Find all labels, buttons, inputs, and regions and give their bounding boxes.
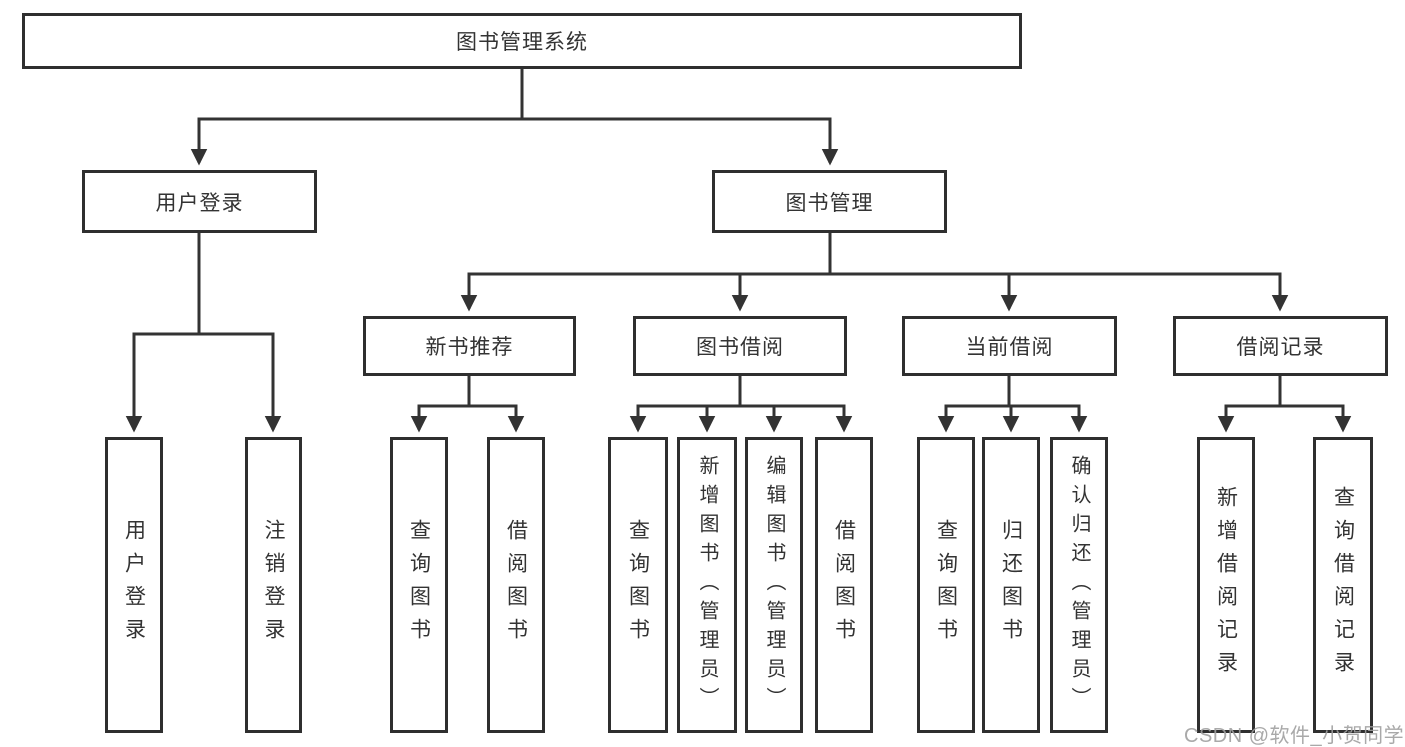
csdn-watermark: CSDN @软件_小贺同学 <box>1184 725 1405 747</box>
leaf-borrow-books-1: 借阅图书 <box>487 437 545 733</box>
leaf-return-books: 归还图书 <box>982 437 1040 733</box>
node-root-system: 图书管理系统 <box>22 13 1022 69</box>
leaf-logout: 注销登录 <box>245 437 302 733</box>
leaf-query-books-3: 查询图书 <box>917 437 975 733</box>
leaf-borrow-books-2-label: 借阅图书 <box>832 519 856 651</box>
node-book-borrowing-label: 图书借阅 <box>696 336 784 359</box>
leaf-borrow-books-1-label: 借阅图书 <box>504 519 528 651</box>
node-borrow-records-label: 借阅记录 <box>1236 336 1325 359</box>
leaf-user-login: 用户登录 <box>105 437 163 733</box>
leaf-add-borrow-record: 新增借阅记录 <box>1197 437 1255 733</box>
leaf-add-books-admin: 新增图书（管理员） <box>677 437 737 733</box>
leaf-user-login-label: 用户登录 <box>122 519 146 651</box>
node-book-borrowing: 图书借阅 <box>633 316 847 376</box>
leaf-edit-books-admin: 编辑图书（管理员） <box>745 437 803 733</box>
node-root-label: 图书管理系统 <box>456 31 588 54</box>
leaf-confirm-return-admin-label: 确认归还（管理员） <box>1068 454 1090 716</box>
leaf-edit-books-admin-label: 编辑图书（管理员） <box>763 454 785 716</box>
node-current-borrowing: 当前借阅 <box>902 316 1117 376</box>
leaf-query-borrow-record-label: 查询借阅记录 <box>1331 486 1355 684</box>
leaf-logout-label: 注销登录 <box>262 519 285 651</box>
node-user-login-label: 用户登录 <box>155 191 244 215</box>
leaf-query-books-1: 查询图书 <box>390 437 448 733</box>
node-book-management-label: 图书管理 <box>785 191 874 215</box>
leaf-confirm-return-admin: 确认归还（管理员） <box>1050 437 1108 733</box>
leaf-query-books-2: 查询图书 <box>608 437 668 733</box>
node-current-borrowing-label: 当前借阅 <box>965 336 1054 359</box>
node-new-book-recommend-label: 新书推荐 <box>425 336 514 359</box>
leaf-query-borrow-record: 查询借阅记录 <box>1313 437 1373 733</box>
leaf-query-books-1-label: 查询图书 <box>407 519 431 651</box>
leaf-return-books-label: 归还图书 <box>999 519 1023 651</box>
node-book-management: 图书管理 <box>712 170 947 233</box>
leaf-query-books-3-label: 查询图书 <box>934 519 958 651</box>
leaf-borrow-books-2: 借阅图书 <box>815 437 873 733</box>
node-borrow-records: 借阅记录 <box>1173 316 1388 376</box>
leaf-add-books-admin-label: 新增图书（管理员） <box>696 454 718 716</box>
node-new-book-recommend: 新书推荐 <box>363 316 576 376</box>
leaf-query-books-2-label: 查询图书 <box>626 519 650 651</box>
leaf-add-borrow-record-label: 新增借阅记录 <box>1214 486 1238 684</box>
node-user-login: 用户登录 <box>82 170 317 233</box>
